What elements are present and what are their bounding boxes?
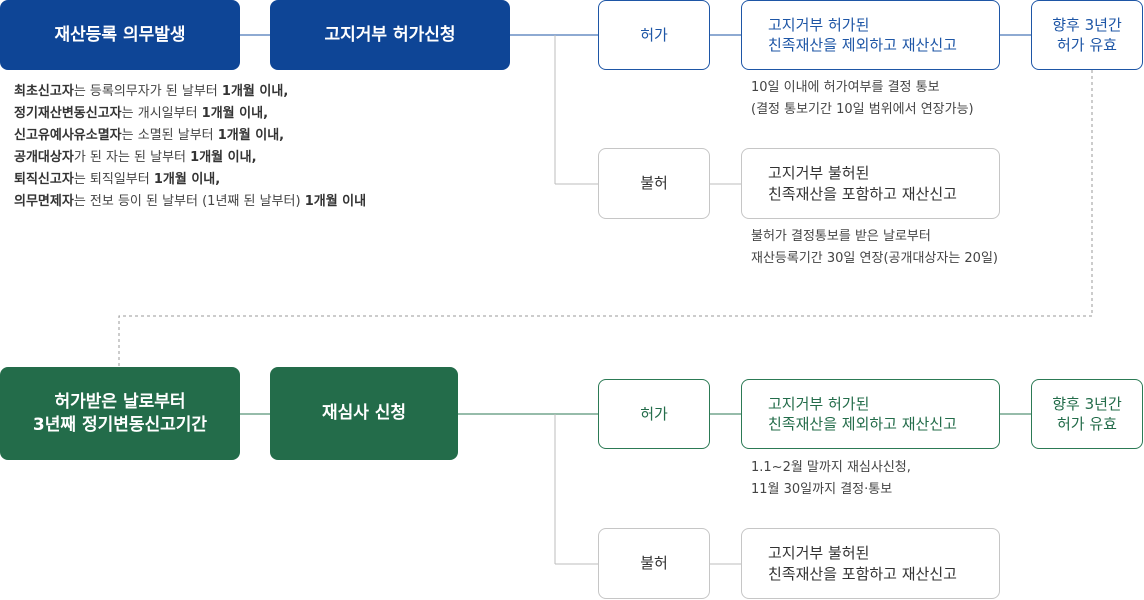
- condition-text: 는 소멸된 날부터: [121, 128, 218, 143]
- condition-subject: 최초신고자: [14, 84, 74, 99]
- condition-deadline: 1개월 이내,: [217, 128, 285, 143]
- s2-deny-result-line1: 고지거부 불허된: [768, 544, 870, 563]
- s2-validity-line2: 허가 유효: [1057, 415, 1117, 433]
- condition-subject: 신고유예사유소멸자: [14, 128, 122, 143]
- s1-deny-result-node: 고지거부 불허된 친족재산을 포함하고 재산신고: [741, 148, 1000, 219]
- s2-approve-result-node: 고지거부 허가된 친족재산을 제외하고 재산신고: [741, 379, 1000, 449]
- s2-approve-result-line2: 친족재산을 제외하고 재산신고: [768, 415, 957, 433]
- condition-line: 정기재산변동신고자는 개시일부터 1개월 이내,: [14, 103, 366, 125]
- condition-line: 공개대상자가 된 자는 된 날부터 1개월 이내,: [14, 147, 366, 169]
- s1-request-label: 고지거부 허가신청: [324, 24, 456, 45]
- condition-deadline: 1개월 이내: [304, 194, 367, 209]
- s1-validity-line2: 허가 유효: [1057, 36, 1117, 54]
- s2-start-node: 허가받은 날로부터 3년째 정기변동신고기간: [0, 367, 240, 460]
- condition-text: 는 전보 등이 된 날부터 (1년째 된 날부터): [73, 194, 305, 209]
- connector-dashed-loop: [118, 70, 1093, 367]
- s2-deny-node: 불허: [598, 528, 710, 599]
- condition-text: 는 개시일부터: [121, 106, 202, 121]
- s2-deny-result-line2: 친족재산을 포함하고 재산신고: [768, 564, 957, 583]
- s1-deny-note: 불허가 결정통보를 받은 날로부터 재산등록기간 30일 연장(공개대상자는 2…: [751, 226, 998, 270]
- s2-deny-result-node: 고지거부 불허된 친족재산을 포함하고 재산신고: [741, 528, 1000, 599]
- condition-line: 퇴직신고자는 퇴직일부터 1개월 이내,: [14, 169, 366, 191]
- s1-approve-result-line2: 친족재산을 제외하고 재산신고: [768, 36, 957, 54]
- s1-start-node: 재산등록 의무발생: [0, 0, 240, 70]
- condition-line: 최초신고자는 등록의무자가 된 날부터 1개월 이내,: [14, 81, 366, 103]
- condition-subject: 공개대상자: [14, 150, 74, 165]
- s2-validity-node: 향후 3년간 허가 유효: [1031, 379, 1143, 449]
- condition-subject: 의무면제자: [14, 194, 74, 209]
- condition-line: 의무면제자는 전보 등이 된 날부터 (1년째 된 날부터) 1개월 이내: [14, 191, 366, 213]
- condition-line: 신고유예사유소멸자는 소멸된 날부터 1개월 이내,: [14, 125, 366, 147]
- s1-deny-note-line2: 재산등록기간 30일 연장(공개대상자는 20일): [751, 251, 998, 266]
- s2-approve-label: 허가: [640, 404, 668, 423]
- s2-approve-result-line1: 고지거부 허가된: [768, 394, 870, 413]
- s2-approve-note-line2: 11월 30일까지 결정·통보: [751, 482, 893, 497]
- s1-validity-line1: 향후 3년간: [1052, 15, 1122, 34]
- condition-deadline: 1개월 이내,: [153, 172, 221, 187]
- s1-approve-label: 허가: [640, 25, 668, 44]
- s1-approve-node: 허가: [598, 0, 710, 70]
- s1-approve-note-line2: (결정 통보기간 10일 범위에서 연장가능): [751, 102, 974, 117]
- s2-start-line1: 허가받은 날로부터: [54, 391, 186, 412]
- s2-validity-line1: 향후 3년간: [1052, 394, 1122, 413]
- s2-start-line2: 3년째 정기변동신고기간: [32, 414, 208, 435]
- s1-approve-note-line1: 10일 이내에 허가여부를 결정 통보: [751, 80, 940, 95]
- condition-subject: 정기재산변동신고자: [14, 106, 122, 121]
- s2-approve-note: 1.1~2월 말까지 재심사신청, 11월 30일까지 결정·통보: [751, 457, 911, 501]
- condition-subject: 퇴직신고자: [14, 172, 74, 187]
- condition-deadline: 1개월 이내,: [221, 84, 289, 99]
- s2-request-label: 재심사 신청: [321, 403, 407, 424]
- condition-text: 는 등록의무자가 된 날부터: [73, 84, 222, 99]
- s1-approve-result-node: 고지거부 허가된 친족재산을 제외하고 재산신고: [741, 0, 1000, 70]
- s1-deny-note-line1: 불허가 결정통보를 받은 날로부터: [751, 229, 931, 244]
- s2-approve-note-line1: 1.1~2월 말까지 재심사신청,: [751, 460, 911, 475]
- s1-validity-node: 향후 3년간 허가 유효: [1031, 0, 1143, 70]
- condition-deadline: 1개월 이내,: [190, 150, 257, 165]
- s1-approve-result-line1: 고지거부 허가된: [768, 15, 870, 34]
- s1-approve-note: 10일 이내에 허가여부를 결정 통보 (결정 통보기간 10일 범위에서 연장…: [751, 77, 974, 121]
- s1-deny-node: 불허: [598, 148, 710, 219]
- s2-approve-node: 허가: [598, 379, 710, 449]
- s2-deny-label: 불허: [640, 554, 668, 573]
- s1-deny-result-line2: 친족재산을 포함하고 재산신고: [768, 184, 957, 203]
- condition-text: 가 된 자는 된 날부터: [73, 150, 191, 165]
- s1-deny-label: 불허: [640, 174, 668, 193]
- s1-start-label: 재산등록 의무발생: [54, 24, 186, 45]
- s1-deny-result-line1: 고지거부 불허된: [768, 164, 870, 183]
- s1-conditions-list: 최초신고자는 등록의무자가 된 날부터 1개월 이내, 정기재산변동신고자는 개…: [14, 81, 366, 213]
- condition-text: 는 퇴직일부터: [73, 172, 154, 187]
- s2-request-node: 재심사 신청: [270, 367, 458, 460]
- condition-deadline: 1개월 이내,: [201, 106, 269, 121]
- s1-request-node: 고지거부 허가신청: [270, 0, 510, 70]
